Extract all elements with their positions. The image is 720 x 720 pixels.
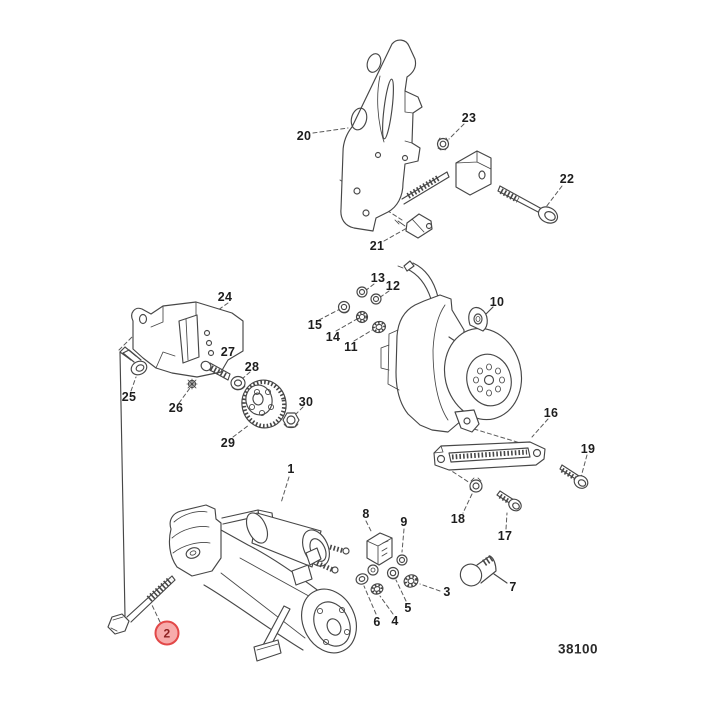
washer-6-drawing (355, 573, 369, 585)
alternator-10-drawing (380, 260, 523, 433)
washer-4-drawing (370, 583, 384, 595)
washer-11-drawing (371, 320, 387, 334)
nut-15-drawing (337, 300, 351, 314)
bracket-24-drawing (131, 301, 244, 378)
nut-12-drawing (370, 293, 382, 305)
plug-7-drawing (459, 554, 497, 587)
bolt-25-drawing (119, 346, 148, 617)
nut-18-drawing (469, 477, 483, 493)
nut-9-drawing (396, 554, 408, 566)
pulley-29-drawing (241, 379, 287, 429)
nut-23-drawing (436, 137, 450, 151)
starter-1-drawing (168, 504, 357, 662)
clip-26-drawing (186, 378, 198, 390)
nut-13-drawing (356, 286, 368, 298)
nut-14-drawing (355, 310, 369, 324)
relay-8-drawing (366, 532, 393, 576)
nut-30-drawing (282, 412, 300, 429)
nut-5-drawing (386, 566, 400, 580)
brace-16-drawing (433, 441, 546, 471)
bolt-2-drawing (107, 575, 176, 635)
bolt-19-drawing (559, 464, 589, 489)
bolt-17-drawing (496, 490, 522, 512)
sensor-21-drawing (394, 213, 433, 239)
figure-part-number: 38100 (557, 641, 599, 657)
bracket-20-drawing (340, 39, 492, 232)
bolt-22-drawing (497, 185, 559, 224)
nut-28-drawing (230, 375, 246, 391)
washer-3-drawing (403, 574, 419, 588)
bolt-27-drawing (200, 360, 231, 381)
